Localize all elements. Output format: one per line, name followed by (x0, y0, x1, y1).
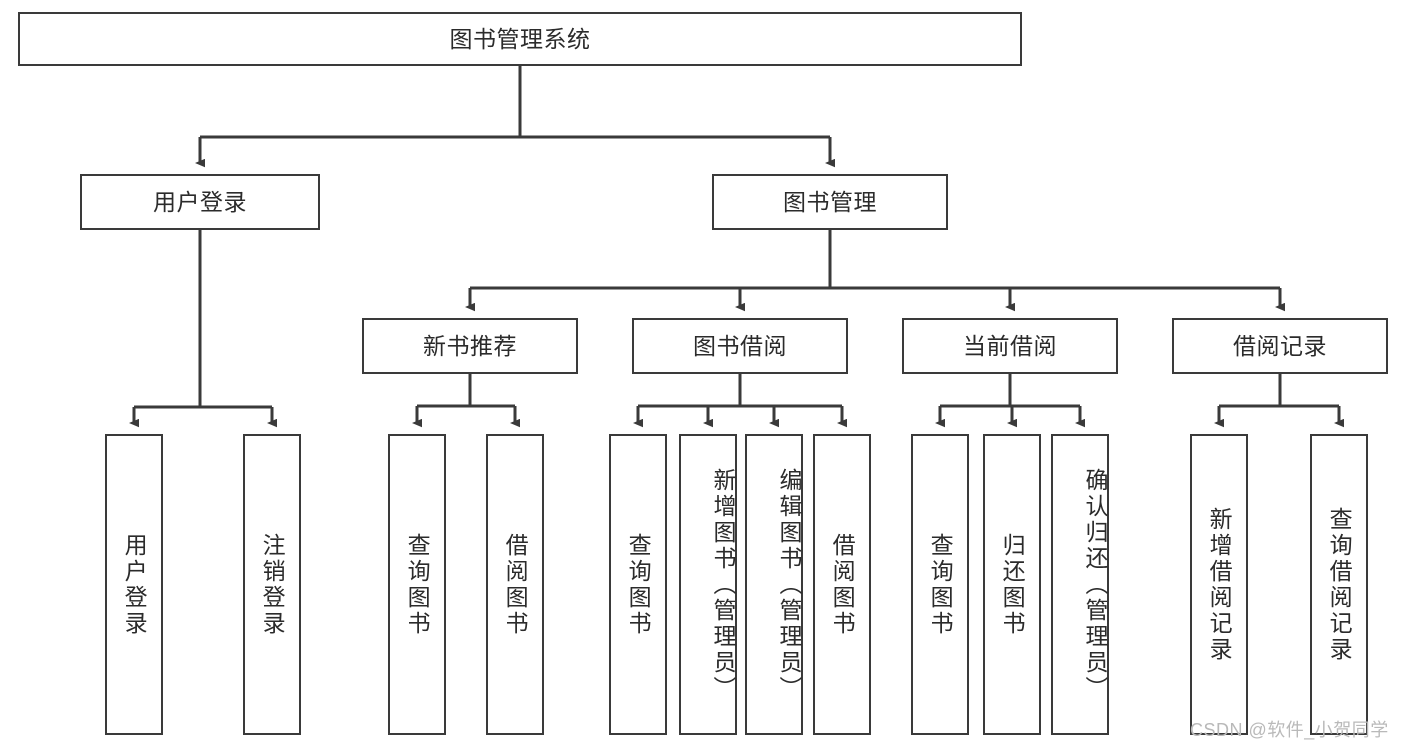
node-book-management-system[interactable]: 图书管理系统 (18, 12, 1022, 66)
node-leaf-edit-book-admin[interactable]: 编辑图书（管理员） (745, 434, 803, 735)
node-book-borrow[interactable]: 图书借阅 (632, 318, 848, 374)
node-leaf-query-book-borrow[interactable]: 查询图书 (609, 434, 667, 735)
node-current-borrow[interactable]: 当前借阅 (902, 318, 1118, 374)
node-user-login[interactable]: 用户登录 (80, 174, 320, 230)
csdn-watermark: CSDN @软件_小贺同学 (1190, 720, 1389, 740)
node-leaf-confirm-return-admin[interactable]: 确认归还（管理员） (1051, 434, 1109, 735)
node-leaf-query-book-current[interactable]: 查询图书 (911, 434, 969, 735)
node-book-management[interactable]: 图书管理 (712, 174, 948, 230)
node-leaf-add-borrow-record[interactable]: 新增借阅记录 (1190, 434, 1248, 735)
node-leaf-borrow-book-rec[interactable]: 借阅图书 (486, 434, 544, 735)
node-leaf-query-book-rec[interactable]: 查询图书 (388, 434, 446, 735)
node-leaf-return-book[interactable]: 归还图书 (983, 434, 1041, 735)
node-leaf-logout[interactable]: 注销登录 (243, 434, 301, 735)
node-leaf-borrow-book[interactable]: 借阅图书 (813, 434, 871, 735)
node-leaf-query-borrow-record[interactable]: 查询借阅记录 (1310, 434, 1368, 735)
node-borrow-record[interactable]: 借阅记录 (1172, 318, 1388, 374)
node-leaf-user-login[interactable]: 用户登录 (105, 434, 163, 735)
node-new-book-recommend[interactable]: 新书推荐 (362, 318, 578, 374)
node-leaf-add-book-admin[interactable]: 新增图书（管理员） (679, 434, 737, 735)
